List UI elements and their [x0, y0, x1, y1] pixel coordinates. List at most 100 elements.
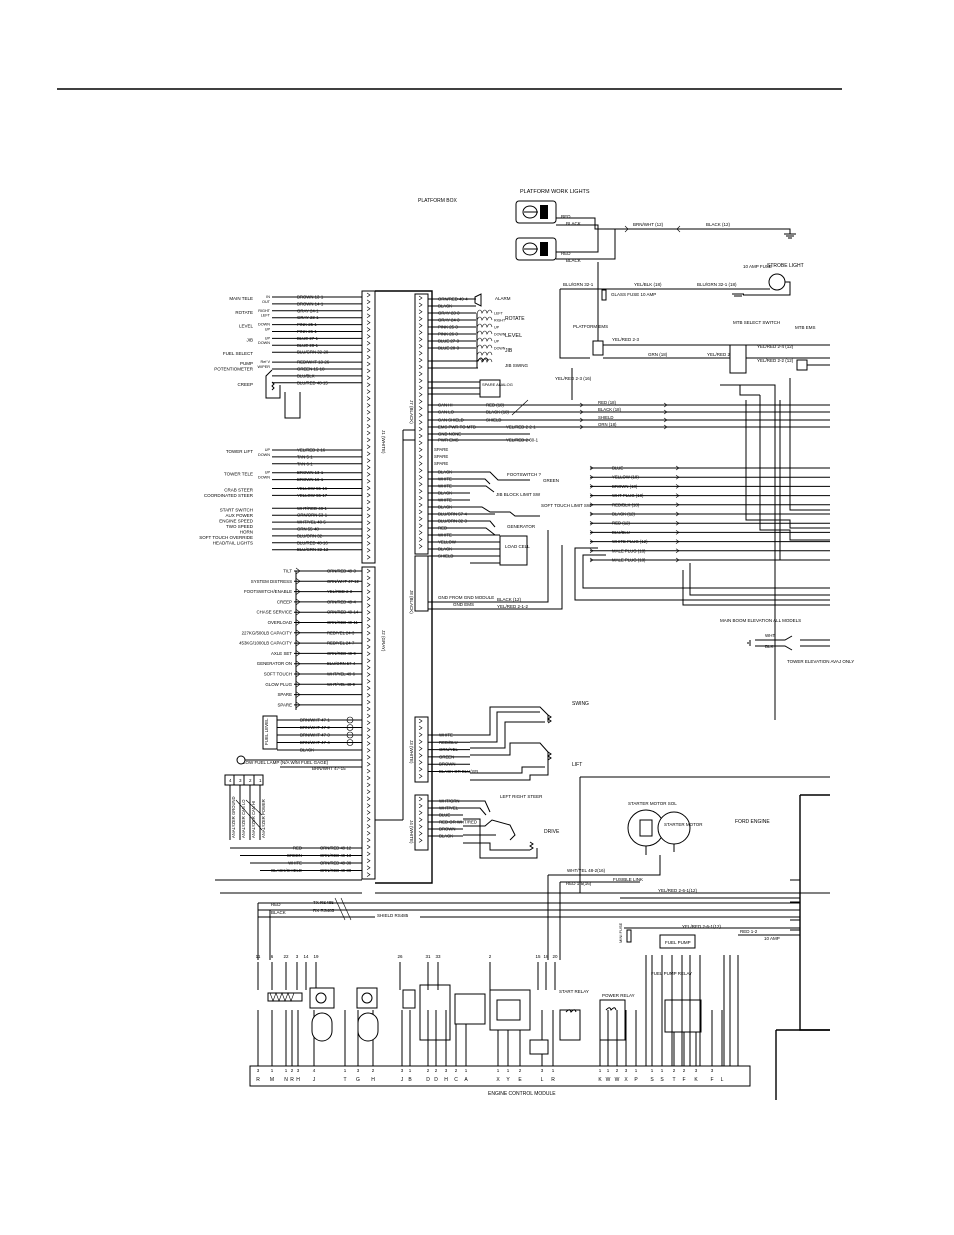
fuel-pump-box — [659, 934, 696, 949]
input-contact — [295, 608, 301, 616]
connector-pin — [366, 755, 371, 760]
glass-fuse-label: GLASS FUSE 10 AMP — [611, 292, 656, 297]
connector-pin — [366, 354, 371, 360]
light1-red: RED — [561, 214, 571, 219]
connector-pin — [366, 713, 371, 719]
boom-elevation-label: MAIN BOOM ELEVATION ALL MODELS — [720, 618, 801, 623]
j7-pins — [418, 295, 423, 549]
input-label: SPARE — [277, 692, 292, 697]
engine-wire-2: RED 1-5(16) — [566, 881, 592, 886]
connector-pin — [366, 865, 371, 870]
connector-pin — [418, 838, 423, 843]
connector-pin — [579, 409, 584, 415]
control-direction: UP — [265, 336, 271, 340]
ecm-pin-number: 2 — [519, 1068, 522, 1073]
control-label: CREEP — [237, 382, 253, 387]
connector-pin — [366, 299, 371, 305]
ecm-strip — [249, 1065, 751, 1087]
connector-pin — [418, 316, 423, 321]
input-label: GLOW PLUG — [265, 682, 292, 687]
soft-touch-switch-icon — [470, 506, 540, 517]
control-direction: IN — [266, 295, 270, 299]
generator-switch-icon — [470, 520, 496, 536]
ecm-pin-letter: J — [313, 1077, 316, 1083]
connector-pin — [418, 302, 423, 308]
ecm-pin-letter: G — [356, 1077, 360, 1083]
analyzer-pin: 3 — [239, 778, 242, 783]
connector-pin — [366, 824, 371, 829]
control-direction: DOWN — [258, 476, 270, 480]
connector-pin — [418, 323, 423, 328]
j3-label: J3 (WHITE) — [409, 740, 414, 764]
j8-return-wires-2 — [682, 563, 830, 606]
ecm-pin-letter: H — [444, 1077, 448, 1083]
j1-pins — [366, 292, 371, 560]
work-light-1 — [515, 200, 557, 224]
control-direction: RIGHT — [258, 309, 270, 313]
low-fuel-lamp-icon — [236, 755, 246, 765]
connector-pin — [366, 527, 371, 532]
connector-pin — [366, 617, 371, 622]
j2-connector — [361, 566, 376, 880]
control-label: LEVEL — [239, 324, 254, 329]
wire-label: ORN/RED 49-38 — [320, 861, 352, 866]
analyzer-pin: 2 — [249, 778, 252, 783]
connector-pin — [366, 706, 371, 712]
ecm-pin-number: 1 — [607, 1068, 610, 1073]
ecm-pin-number: 2 — [616, 1068, 619, 1073]
connector-pin — [366, 458, 371, 463]
spare-label: SPARE — [434, 447, 448, 452]
fuel-pump-label: FUEL PUMP — [665, 940, 691, 945]
connector-pin — [418, 810, 423, 816]
control-label: HORN — [240, 529, 253, 534]
connector-pin — [366, 541, 371, 546]
ecm-pin-letter: D — [426, 1077, 430, 1083]
coil-direction: DOWN — [494, 333, 506, 337]
connector-pin — [366, 499, 371, 505]
ecm-pin-number: 2 — [291, 1068, 294, 1073]
ecm-pin-letter: R — [551, 1077, 555, 1083]
connector-pin — [418, 454, 423, 459]
ecm-pin-letter: W — [615, 1077, 620, 1083]
ecm-pin-letter: P — [634, 1077, 638, 1083]
ecm-top-pin: 26 — [397, 954, 403, 959]
jib-swing-label: JIB SWING — [505, 363, 529, 368]
ecm-pin-number: 1 — [507, 1068, 510, 1073]
ecm-pin-number: 2 — [683, 1068, 686, 1073]
connector-pin — [366, 844, 371, 850]
control-direction: UP — [265, 448, 271, 452]
ecm-pin-letter: R — [256, 1077, 260, 1083]
connector-pin — [418, 378, 423, 384]
fusible-link-label: FUSIBLE LINK — [613, 877, 643, 882]
input-label: AXLE SET — [271, 651, 292, 656]
ecm-top-pin: 22 — [283, 954, 289, 959]
ecm-pin-letter: T — [672, 1077, 675, 1083]
ecm-pin-number: 1 — [409, 1068, 412, 1073]
ground-icon — [784, 233, 796, 239]
connector-pin — [579, 424, 584, 430]
connector-pin — [366, 368, 371, 374]
ecm-pin-number: 4 — [313, 1068, 316, 1073]
connector-pin — [418, 824, 423, 829]
steer-drive-sensor — [463, 800, 538, 859]
mtb-ems-switch — [796, 359, 808, 371]
connector-pin — [366, 430, 371, 436]
connector-pin — [366, 637, 371, 643]
connector-pin — [366, 644, 371, 650]
connector-pin — [366, 437, 371, 443]
ecm-top-pin: 19 — [313, 954, 319, 959]
level-label: LEVEL — [505, 333, 522, 339]
control-label: SOFT TOUCH OVERRIDE — [199, 535, 253, 540]
connector-pin — [418, 385, 423, 390]
lights-wire-b: BLACK (12) — [706, 222, 731, 227]
connector-pin — [418, 433, 423, 439]
starter-solenoid — [627, 809, 665, 847]
ecm-pins: 3R1M1N2R3H4J1T3G2H3J1B2D2D3H2C1A1X1Y2E3L… — [256, 1010, 724, 1083]
connector-pin — [418, 523, 423, 528]
ecm-pin-letter: K — [694, 1077, 698, 1083]
fuel-sensor-icon — [346, 731, 354, 739]
connector-pin — [366, 389, 371, 394]
